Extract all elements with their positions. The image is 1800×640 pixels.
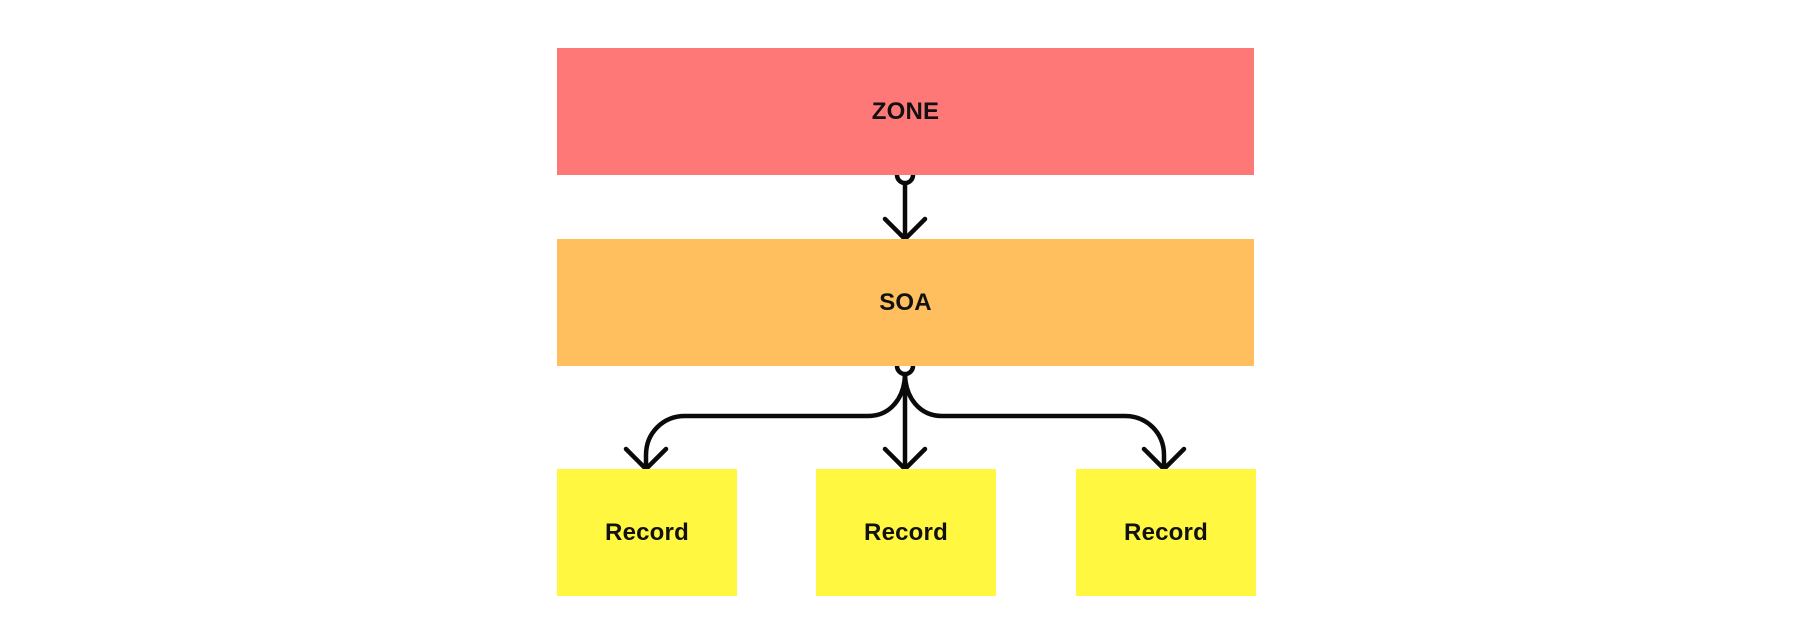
record-node-3-label: Record: [1124, 518, 1208, 546]
record-node-2[interactable]: Record: [816, 469, 996, 596]
record-node-3[interactable]: Record: [1076, 469, 1256, 596]
record-node-1-label: Record: [605, 518, 689, 546]
zone-node[interactable]: ZONE: [557, 48, 1254, 175]
edge-zone-soa: [882, 179, 928, 242]
edge-soa-record-3: [902, 370, 1187, 472]
soa-node[interactable]: SOA: [557, 239, 1254, 366]
soa-node-label: SOA: [879, 288, 932, 316]
record-node-1[interactable]: Record: [557, 469, 737, 596]
edge-soa-record-1: [623, 370, 908, 472]
edge-soa-record-1-line: [643, 370, 908, 472]
zone-node-label: ZONE: [871, 97, 940, 125]
record-node-2-label: Record: [864, 518, 948, 546]
edge-soa-record-3-line: [902, 370, 1167, 472]
